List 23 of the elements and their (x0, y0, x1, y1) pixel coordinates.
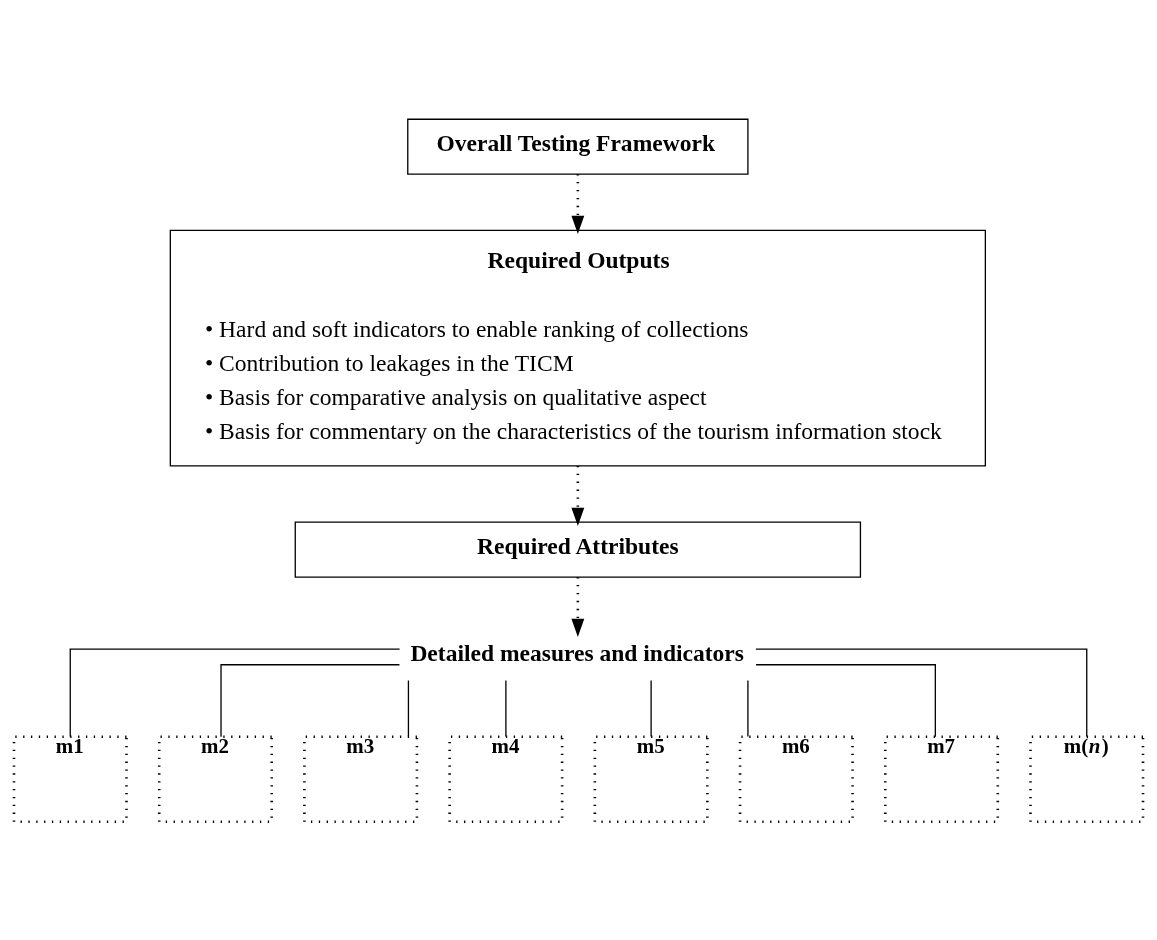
connector (69, 647, 401, 737)
node-box: Required Attributes (294, 521, 862, 578)
node-box: m3 (303, 734, 419, 823)
arrow (571, 173, 585, 234)
node-text: Detailed measures and indicators (410, 639, 744, 666)
node-box: m5 (593, 734, 709, 823)
node-box: Required Outputs • Hard and soft indicators to enable ranking of collections • Contribution to leakages in the TICM • Basis for comparative analysis on qualitative aspect • Basis for commentary on the characteristics of the tourism information stock (169, 229, 987, 467)
connector (755, 647, 1088, 737)
connector (220, 663, 401, 737)
node-box: m1 (12, 734, 128, 823)
node-box: m2 (157, 734, 273, 823)
arrow (571, 465, 585, 526)
connector (505, 679, 507, 737)
node-box: m7 (884, 734, 1000, 823)
connector (650, 679, 652, 737)
connector (407, 679, 410, 737)
node-box: m6 (738, 734, 854, 823)
connector (755, 663, 936, 737)
arrow (571, 576, 585, 637)
node-box: Overall Testing Framework (407, 118, 749, 175)
node-box: m(n) (1029, 734, 1145, 823)
node-box: m4 (448, 734, 564, 823)
connector (747, 679, 749, 737)
